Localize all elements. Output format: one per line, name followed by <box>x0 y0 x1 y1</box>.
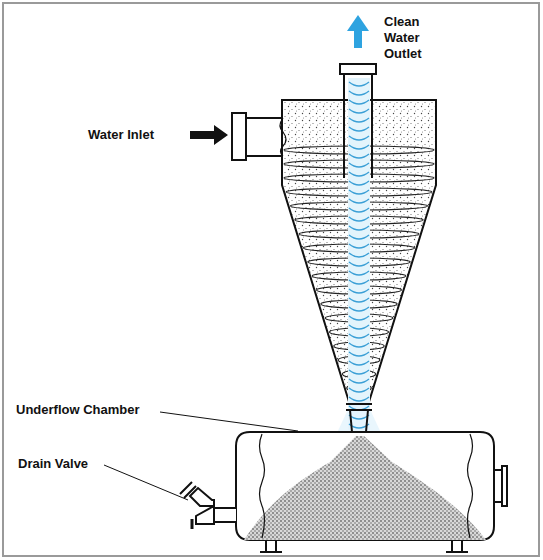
coil-turn <box>349 361 369 365</box>
coil-turn <box>349 91 369 95</box>
drain-valve-outlet <box>196 506 214 524</box>
part-label: Clean Water Outlet <box>384 14 440 62</box>
coil-turn <box>349 334 369 338</box>
coil-turn <box>349 208 369 212</box>
coil-turn <box>349 154 369 158</box>
sediment <box>244 436 486 540</box>
part-label: Underflow Chamber <box>16 402 140 418</box>
coil-turn <box>349 145 369 149</box>
coil-turn <box>349 325 369 329</box>
coil-turn <box>349 289 369 293</box>
coil-turn <box>349 379 369 383</box>
coil-turn <box>349 244 369 248</box>
inlet-cutaway <box>280 118 286 156</box>
coil-turn <box>349 217 369 221</box>
coil-turn <box>349 298 369 302</box>
coil-turn <box>349 235 369 239</box>
coil-turn <box>349 226 369 230</box>
chamber-cutaway-right <box>468 434 473 538</box>
coil-turn <box>349 316 369 320</box>
underflow-chamber <box>236 432 494 540</box>
side-flange <box>502 466 507 506</box>
coil-turn <box>349 181 369 185</box>
coil-turn <box>349 280 369 284</box>
apex-nozzle <box>350 410 368 432</box>
leader-line <box>160 412 298 431</box>
outlet-arrow <box>347 15 369 48</box>
coil-turn <box>349 190 369 194</box>
coil-turn <box>349 253 369 257</box>
drain-valve-cap <box>180 482 196 498</box>
coil-turn <box>349 262 369 266</box>
apex-flange <box>346 404 372 410</box>
outlet-flange <box>340 64 376 74</box>
coil-turn <box>349 271 369 275</box>
clean-water-core <box>348 78 370 430</box>
frame <box>3 3 539 556</box>
inlet-flange <box>232 113 246 160</box>
vortex-finder <box>344 74 372 178</box>
coil-turn <box>349 109 369 113</box>
chamber-cutaway-left <box>260 434 265 538</box>
coil-turn <box>349 307 369 311</box>
inlet-pipe <box>246 118 283 156</box>
coil-turn <box>349 388 369 392</box>
coil-turn <box>349 136 369 140</box>
coil-turn <box>349 100 369 104</box>
coil-turn <box>349 370 369 374</box>
coil-turn <box>349 343 369 347</box>
vortex-coil <box>349 82 369 428</box>
drain-valve-body <box>190 488 214 506</box>
coil-turn <box>349 352 369 356</box>
drain-pipe <box>214 508 236 522</box>
drain-valve-port <box>191 519 194 529</box>
coil-turn <box>349 415 369 419</box>
chamber-legs <box>260 540 468 552</box>
coil-turn <box>349 118 369 122</box>
inlet-arrow <box>190 125 228 145</box>
coil-turn <box>349 172 369 176</box>
coil-turn <box>349 199 369 203</box>
coil-turn <box>349 397 369 401</box>
coil-turn <box>349 127 369 131</box>
coil-turn <box>349 163 369 167</box>
inlet-pipe-bore <box>247 119 281 155</box>
coil-turn <box>349 82 369 86</box>
part-label: Water Inlet <box>88 127 154 143</box>
leader-line <box>104 465 188 500</box>
part-label: Drain Valve <box>18 456 88 472</box>
side-fitting <box>494 470 502 502</box>
